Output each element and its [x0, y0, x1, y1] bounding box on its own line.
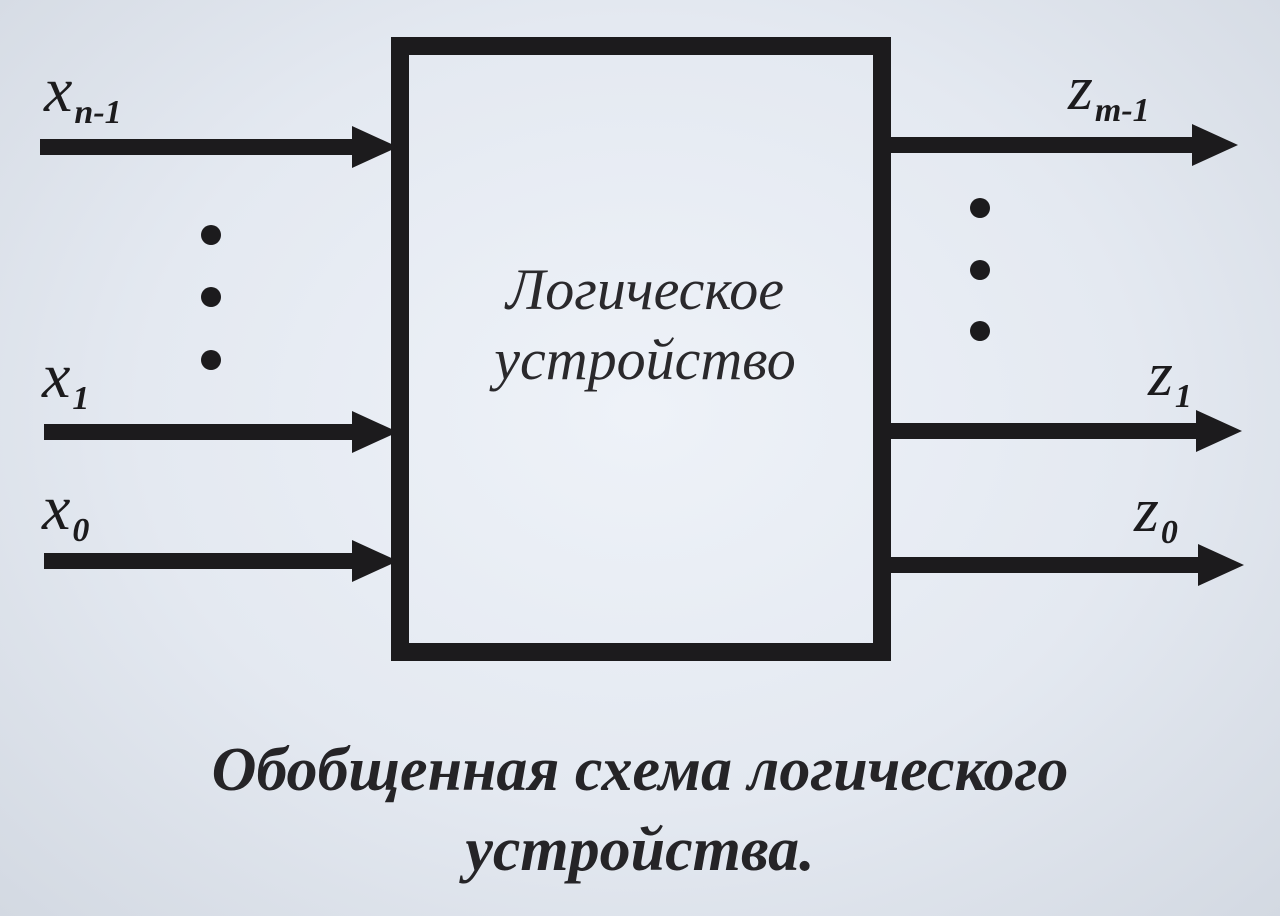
output-var: z [1068, 52, 1093, 123]
diagram-caption: Обобщенная схема логического устройства. [0, 730, 1280, 890]
input-arrow-x-0 [44, 540, 398, 582]
input-arrow-x-1 [44, 411, 398, 453]
output-label-z-1: z1 [1148, 342, 1192, 414]
caption-line1: Обобщенная схема логического [211, 736, 1069, 804]
input-var: x [42, 472, 71, 543]
logic-device-label-line1: Логическое [506, 257, 784, 322]
caption-line2: устройства. [465, 816, 815, 884]
input-label-x-n-1: xn-1 [44, 58, 122, 130]
output-subscript: 0 [1160, 514, 1178, 551]
input-arrow-x-n-1 [40, 126, 398, 168]
output-label-z-0: z0 [1134, 478, 1178, 550]
input-label-x-0: x0 [42, 476, 89, 548]
input-subscript: 1 [72, 380, 90, 417]
logic-device-label-line2: устройство [494, 327, 796, 392]
output-subscript: 1 [1174, 378, 1192, 415]
output-arrow-z-1 [890, 410, 1242, 452]
input-label-x-1: x1 [42, 344, 89, 416]
output-var: z [1134, 474, 1159, 545]
output-arrow-z-0 [890, 544, 1244, 586]
output-subscript: m-1 [1094, 92, 1150, 129]
input-subscript: n-1 [74, 94, 122, 131]
output-var: z [1148, 338, 1173, 409]
output-ellipsis-dots [970, 198, 990, 341]
input-ellipsis-dots [201, 225, 221, 370]
input-var: x [44, 54, 73, 125]
input-var: x [42, 340, 71, 411]
output-arrow-z-m-1 [890, 124, 1238, 166]
logic-device-label: Логическое устройство [408, 255, 882, 395]
logic-device-block [391, 37, 891, 661]
output-label-z-m-1: zm-1 [1068, 56, 1150, 128]
input-subscript: 0 [72, 512, 90, 549]
